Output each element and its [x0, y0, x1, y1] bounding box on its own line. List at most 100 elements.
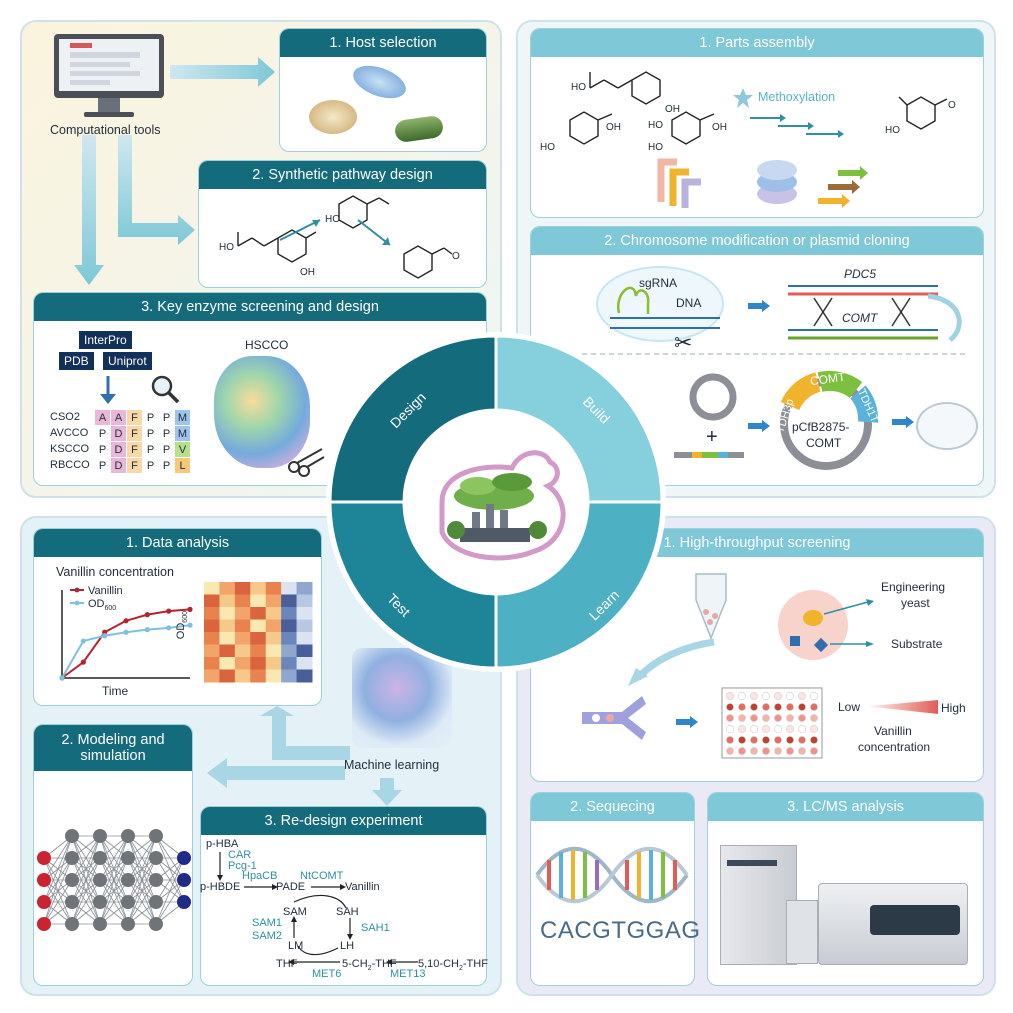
heatmap-cell	[265, 594, 282, 608]
vanillin-pathway-label: Vanillin	[345, 881, 380, 893]
pcg1-label: Pcg-1	[228, 860, 257, 872]
gene-arrows-icon	[818, 166, 868, 208]
well	[726, 747, 734, 755]
residue: F	[127, 442, 142, 457]
enzyme-3d-structure	[214, 356, 310, 468]
residue: P	[146, 443, 155, 456]
pathway-arrows	[279, 219, 391, 246]
interpro-tag: InterPro	[79, 331, 132, 349]
nn-node	[93, 895, 107, 909]
heatmap-cell	[234, 607, 251, 620]
arrow-right-2	[748, 420, 770, 432]
heatmap-cell	[281, 582, 298, 595]
heatmap-cell	[296, 607, 313, 620]
residue: P	[162, 411, 171, 424]
vanillin-product-structure	[898, 96, 948, 130]
heatmap-cell	[219, 582, 236, 595]
well	[738, 714, 746, 722]
neural-network	[37, 829, 191, 931]
nn-edge	[99, 835, 129, 881]
heatmap-cell	[204, 669, 220, 683]
pathway-design-panel: 2. Synthetic pathway design	[198, 160, 487, 288]
nn-node	[37, 917, 51, 931]
uniprot-tag: Uniprot	[103, 352, 152, 370]
arrow-right-4	[676, 716, 698, 728]
heatmap-cell	[265, 669, 282, 683]
heatmap-cell	[281, 607, 298, 620]
well	[786, 703, 794, 711]
nn-node	[93, 917, 107, 931]
well	[762, 747, 770, 755]
oh-label-3: OH	[665, 104, 680, 115]
sam2-label: SAM2	[252, 930, 282, 942]
heatmap-cell	[296, 594, 313, 608]
nn-edge	[99, 835, 129, 903]
nn-node	[93, 873, 107, 887]
well	[774, 703, 782, 711]
modeling-panel: 2. Modeling and simulation	[33, 724, 193, 986]
well	[726, 736, 734, 744]
well	[726, 725, 734, 733]
heatmap-cell	[219, 657, 236, 670]
well	[798, 714, 806, 722]
legend-dot-0	[74, 587, 80, 593]
well	[762, 703, 770, 711]
ho-label-6: HO	[648, 142, 663, 153]
heatmap-cell	[250, 644, 267, 658]
plate-frame	[721, 687, 823, 759]
high-label: High	[941, 701, 966, 715]
magnifier-icon	[151, 375, 180, 404]
well	[750, 703, 758, 711]
heatmap-cell	[265, 632, 282, 645]
scissors-icon: ✂	[674, 330, 693, 355]
well	[750, 736, 758, 744]
nn-edge	[127, 835, 157, 903]
residue: V	[175, 442, 190, 457]
heatmap-cell	[250, 669, 267, 683]
nn-node	[65, 895, 79, 909]
well	[726, 703, 734, 711]
nn-edge	[71, 835, 101, 925]
nn-node	[93, 851, 107, 865]
residue: F	[127, 426, 142, 441]
ho-label-1: HO	[219, 242, 234, 253]
tube-icon	[695, 573, 727, 641]
nn-node	[149, 873, 163, 887]
well	[786, 736, 794, 744]
oh-label-5: OH	[712, 122, 727, 133]
heatmap-cell	[234, 632, 251, 645]
flow-arrows-design	[74, 57, 275, 285]
well	[798, 725, 806, 733]
data-point	[187, 606, 193, 612]
sam-label: SAM	[283, 906, 307, 918]
nn-edge	[43, 879, 73, 925]
data-point	[80, 659, 86, 665]
p-hbde-label: p-HBDE	[200, 881, 241, 893]
met6-label: MET6	[312, 968, 342, 980]
nn-edge	[43, 835, 73, 925]
linear-insert-icon	[674, 452, 744, 458]
well	[798, 703, 806, 711]
heatmap-cell	[234, 619, 251, 633]
substrate-label: Substrate	[891, 637, 943, 651]
heatmap-cell	[234, 582, 251, 595]
well	[738, 747, 746, 755]
host-selection-header: 1. Host selection	[280, 29, 486, 57]
nn-node	[121, 873, 135, 887]
residue: P	[146, 427, 155, 440]
sequencing-panel: 2. Sequecing	[530, 792, 695, 986]
engineering-label: Engineering	[881, 580, 946, 594]
nn-node	[65, 873, 79, 887]
nn-node	[65, 851, 79, 865]
hydroxybenzoic-structure	[569, 111, 613, 145]
heatmap	[204, 582, 313, 683]
heatmap-cell	[250, 607, 267, 620]
seq-name-1: AVCCO	[50, 427, 89, 439]
heatmap-cell	[281, 594, 298, 608]
nn-node	[121, 851, 135, 865]
pdc5-label: PDC5	[844, 267, 877, 281]
lc-panel-stripe	[727, 860, 777, 866]
low-label: Low	[838, 700, 861, 714]
heatmap-cell	[250, 594, 267, 608]
chart-title: Vanillin concentration	[56, 565, 174, 579]
